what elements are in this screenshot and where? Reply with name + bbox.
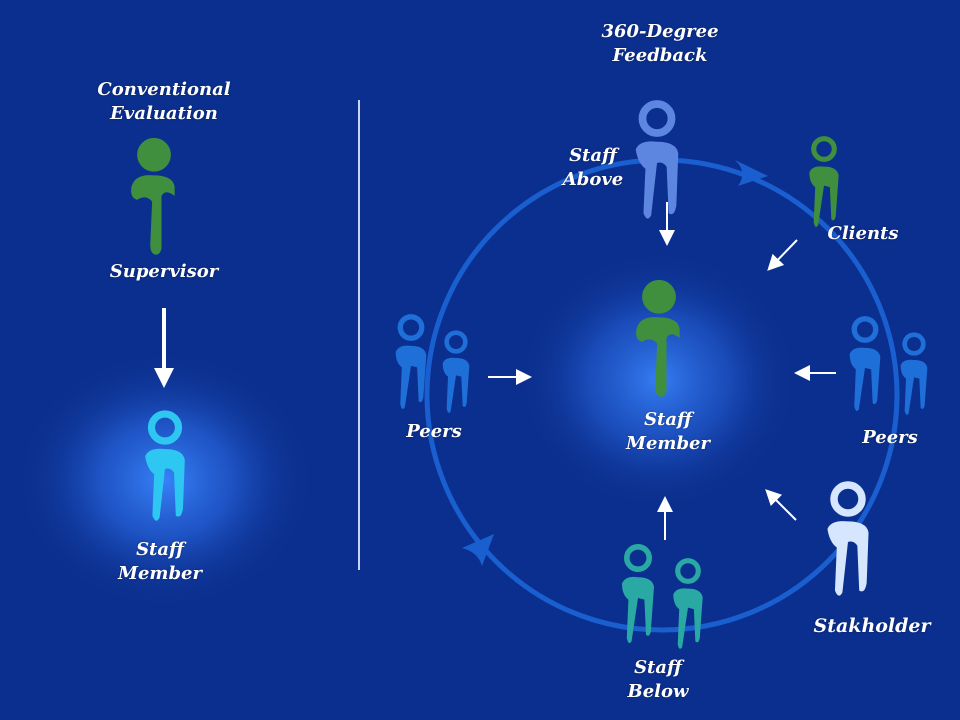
- conventional-title-line-2: Evaluation: [110, 103, 218, 124]
- peers-right-figure-1-icon: [850, 319, 881, 411]
- left-staff-line-2: Member: [118, 563, 202, 584]
- center-staff-member-label: Staff Member: [608, 408, 728, 456]
- stakholder-label: Stakholder: [806, 614, 938, 638]
- feedback360-title-line-1: 360-Degree: [601, 21, 719, 42]
- arrow-from-stakholder-icon: [765, 489, 797, 521]
- left-staff-line-1: Staff: [136, 539, 184, 560]
- staff-below-figure-2-icon: [673, 561, 702, 649]
- staff-below-label: Staff Below: [618, 656, 698, 704]
- clients-label-text: Clients: [827, 223, 899, 244]
- ring-chevron-top: [735, 160, 768, 186]
- clients-label: Clients: [818, 222, 908, 246]
- staff-above-line-1: Staff: [569, 145, 617, 166]
- staff-above-label: Staff Above: [548, 144, 638, 192]
- stakholder-figure-icon: [827, 485, 868, 596]
- staff-below-line-2: Below: [627, 681, 689, 702]
- center-staff-line-1: Staff: [644, 409, 692, 430]
- supervisor-label: Supervisor: [84, 260, 244, 284]
- staff-above-line-2: Above: [562, 169, 624, 190]
- staff-above-figure-icon: [636, 104, 679, 219]
- staff-below-line-1: Staff: [634, 657, 682, 678]
- peers-right-label: Peers: [850, 426, 930, 450]
- conventional-title-line-1: Conventional: [97, 79, 231, 100]
- feedback360-title: 360-Degree Feedback: [590, 20, 730, 68]
- peers-left-label-text: Peers: [406, 421, 462, 442]
- left-staff-member-label: Staff Member: [110, 538, 210, 586]
- left-glow: [15, 350, 315, 610]
- feedback360-title-line-2: Feedback: [612, 45, 708, 66]
- peers-left-figure-1-icon: [396, 317, 427, 409]
- peers-right-figure-2-icon: [901, 335, 928, 415]
- center-staff-line-2: Member: [626, 433, 710, 454]
- peers-left-figure-2-icon: [443, 333, 470, 413]
- peers-left-label: Peers: [394, 420, 474, 444]
- stakholder-label-text: Stakholder: [813, 615, 931, 637]
- arrow-from-clients-icon: [767, 239, 798, 271]
- peers-right-label-text: Peers: [862, 427, 918, 448]
- conventional-title: Conventional Evaluation: [94, 78, 234, 126]
- supervisor-figure-icon: [131, 137, 175, 255]
- supervisor-label-text: Supervisor: [109, 261, 219, 282]
- ring-chevron-bottom: [462, 534, 494, 566]
